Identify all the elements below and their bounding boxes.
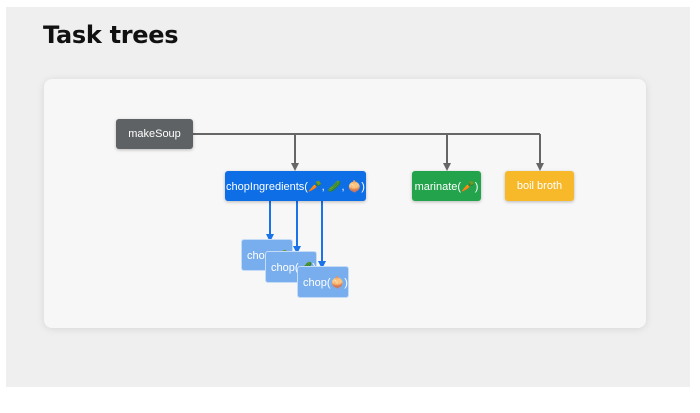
- task-node-make-soup: makeSoup: [116, 119, 193, 149]
- task-node-boil-broth: boil broth: [505, 171, 574, 201]
- task-node-marinate-label: marinate(🥕): [414, 180, 479, 193]
- task-node-marinate: marinate(🥕): [412, 171, 481, 201]
- diagram-edges: [193, 133, 544, 269]
- slide-title: Task trees: [43, 21, 179, 49]
- child-task-chop-3: chop(🧅): [297, 266, 349, 298]
- task-node-chop-ingredients: chopIngredients(🥕, 🥒, 🧅): [225, 171, 366, 201]
- child-task-label: chop(🧅): [303, 276, 348, 289]
- slide: Task trees makeSoup cho: [6, 7, 690, 387]
- task-node-boil-broth-label: boil broth: [516, 180, 563, 192]
- task-node-make-soup-label: makeSoup: [128, 128, 181, 140]
- task-node-chop-ingredients-label: chopIngredients(🥕, 🥒, 🧅): [226, 180, 365, 193]
- diagram-canvas: makeSoup chopIngredients(🥕, 🥒, 🧅) marina…: [44, 79, 646, 328]
